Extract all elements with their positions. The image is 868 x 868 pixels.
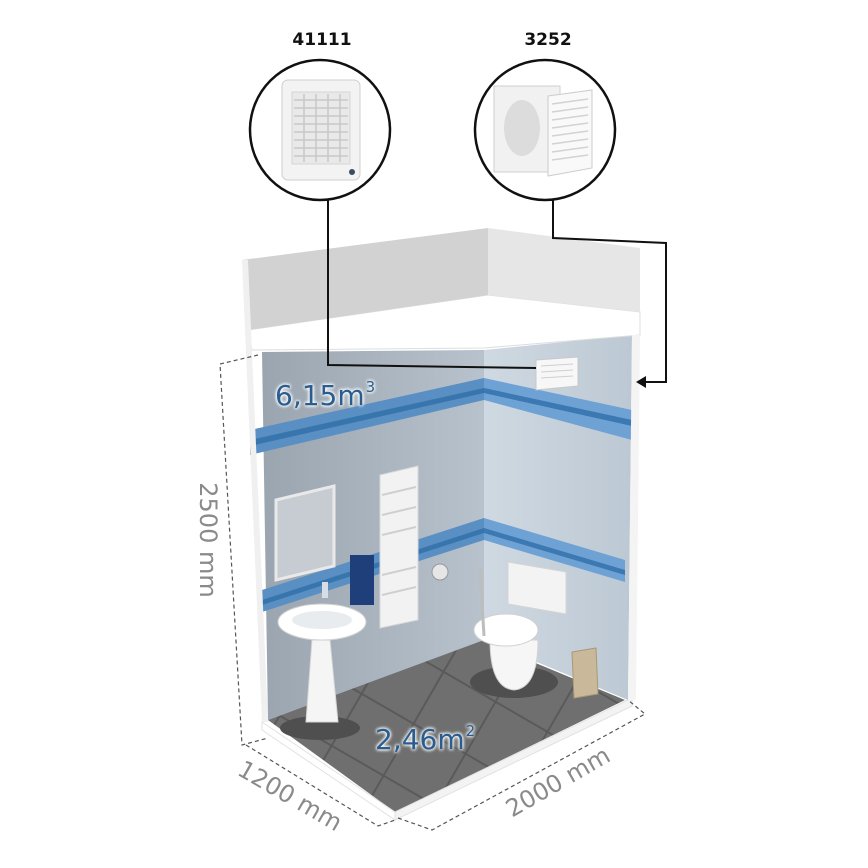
ceiling-front-left bbox=[242, 228, 488, 330]
axial-fan-icon bbox=[281, 79, 361, 181]
toilet-roll bbox=[431, 563, 449, 581]
mirror bbox=[274, 484, 336, 582]
volume-value: 6,15m bbox=[275, 379, 365, 412]
tile-band-upper bbox=[250, 378, 632, 455]
dimension-lines bbox=[219, 354, 647, 831]
floor-area: 2,46m2 bbox=[375, 722, 475, 756]
waste-bin bbox=[571, 647, 599, 699]
installed-fan-icon bbox=[535, 356, 579, 391]
connector-line-a bbox=[327, 198, 537, 369]
product-code-a: 41111 bbox=[292, 30, 352, 50]
washbasin bbox=[277, 582, 367, 740]
connector-line-b bbox=[552, 197, 667, 383]
volume-exponent: 3 bbox=[365, 378, 376, 396]
left-wall-edge bbox=[242, 260, 268, 722]
area-exponent: 2 bbox=[465, 722, 476, 740]
room-volume: 6,15m3 bbox=[275, 378, 375, 412]
towel-radiator bbox=[350, 465, 419, 629]
height-dimension: 2500 mm bbox=[194, 482, 222, 598]
product-code-b: 3252 bbox=[524, 30, 572, 50]
right-wall-edge bbox=[628, 335, 640, 700]
floor-edge bbox=[394, 697, 633, 821]
ceiling-front-right bbox=[488, 228, 640, 312]
arrow-head bbox=[636, 376, 646, 388]
wall-duct-grille-icon bbox=[493, 85, 593, 177]
area-value: 2,46m bbox=[375, 723, 465, 756]
toilet bbox=[470, 561, 567, 698]
